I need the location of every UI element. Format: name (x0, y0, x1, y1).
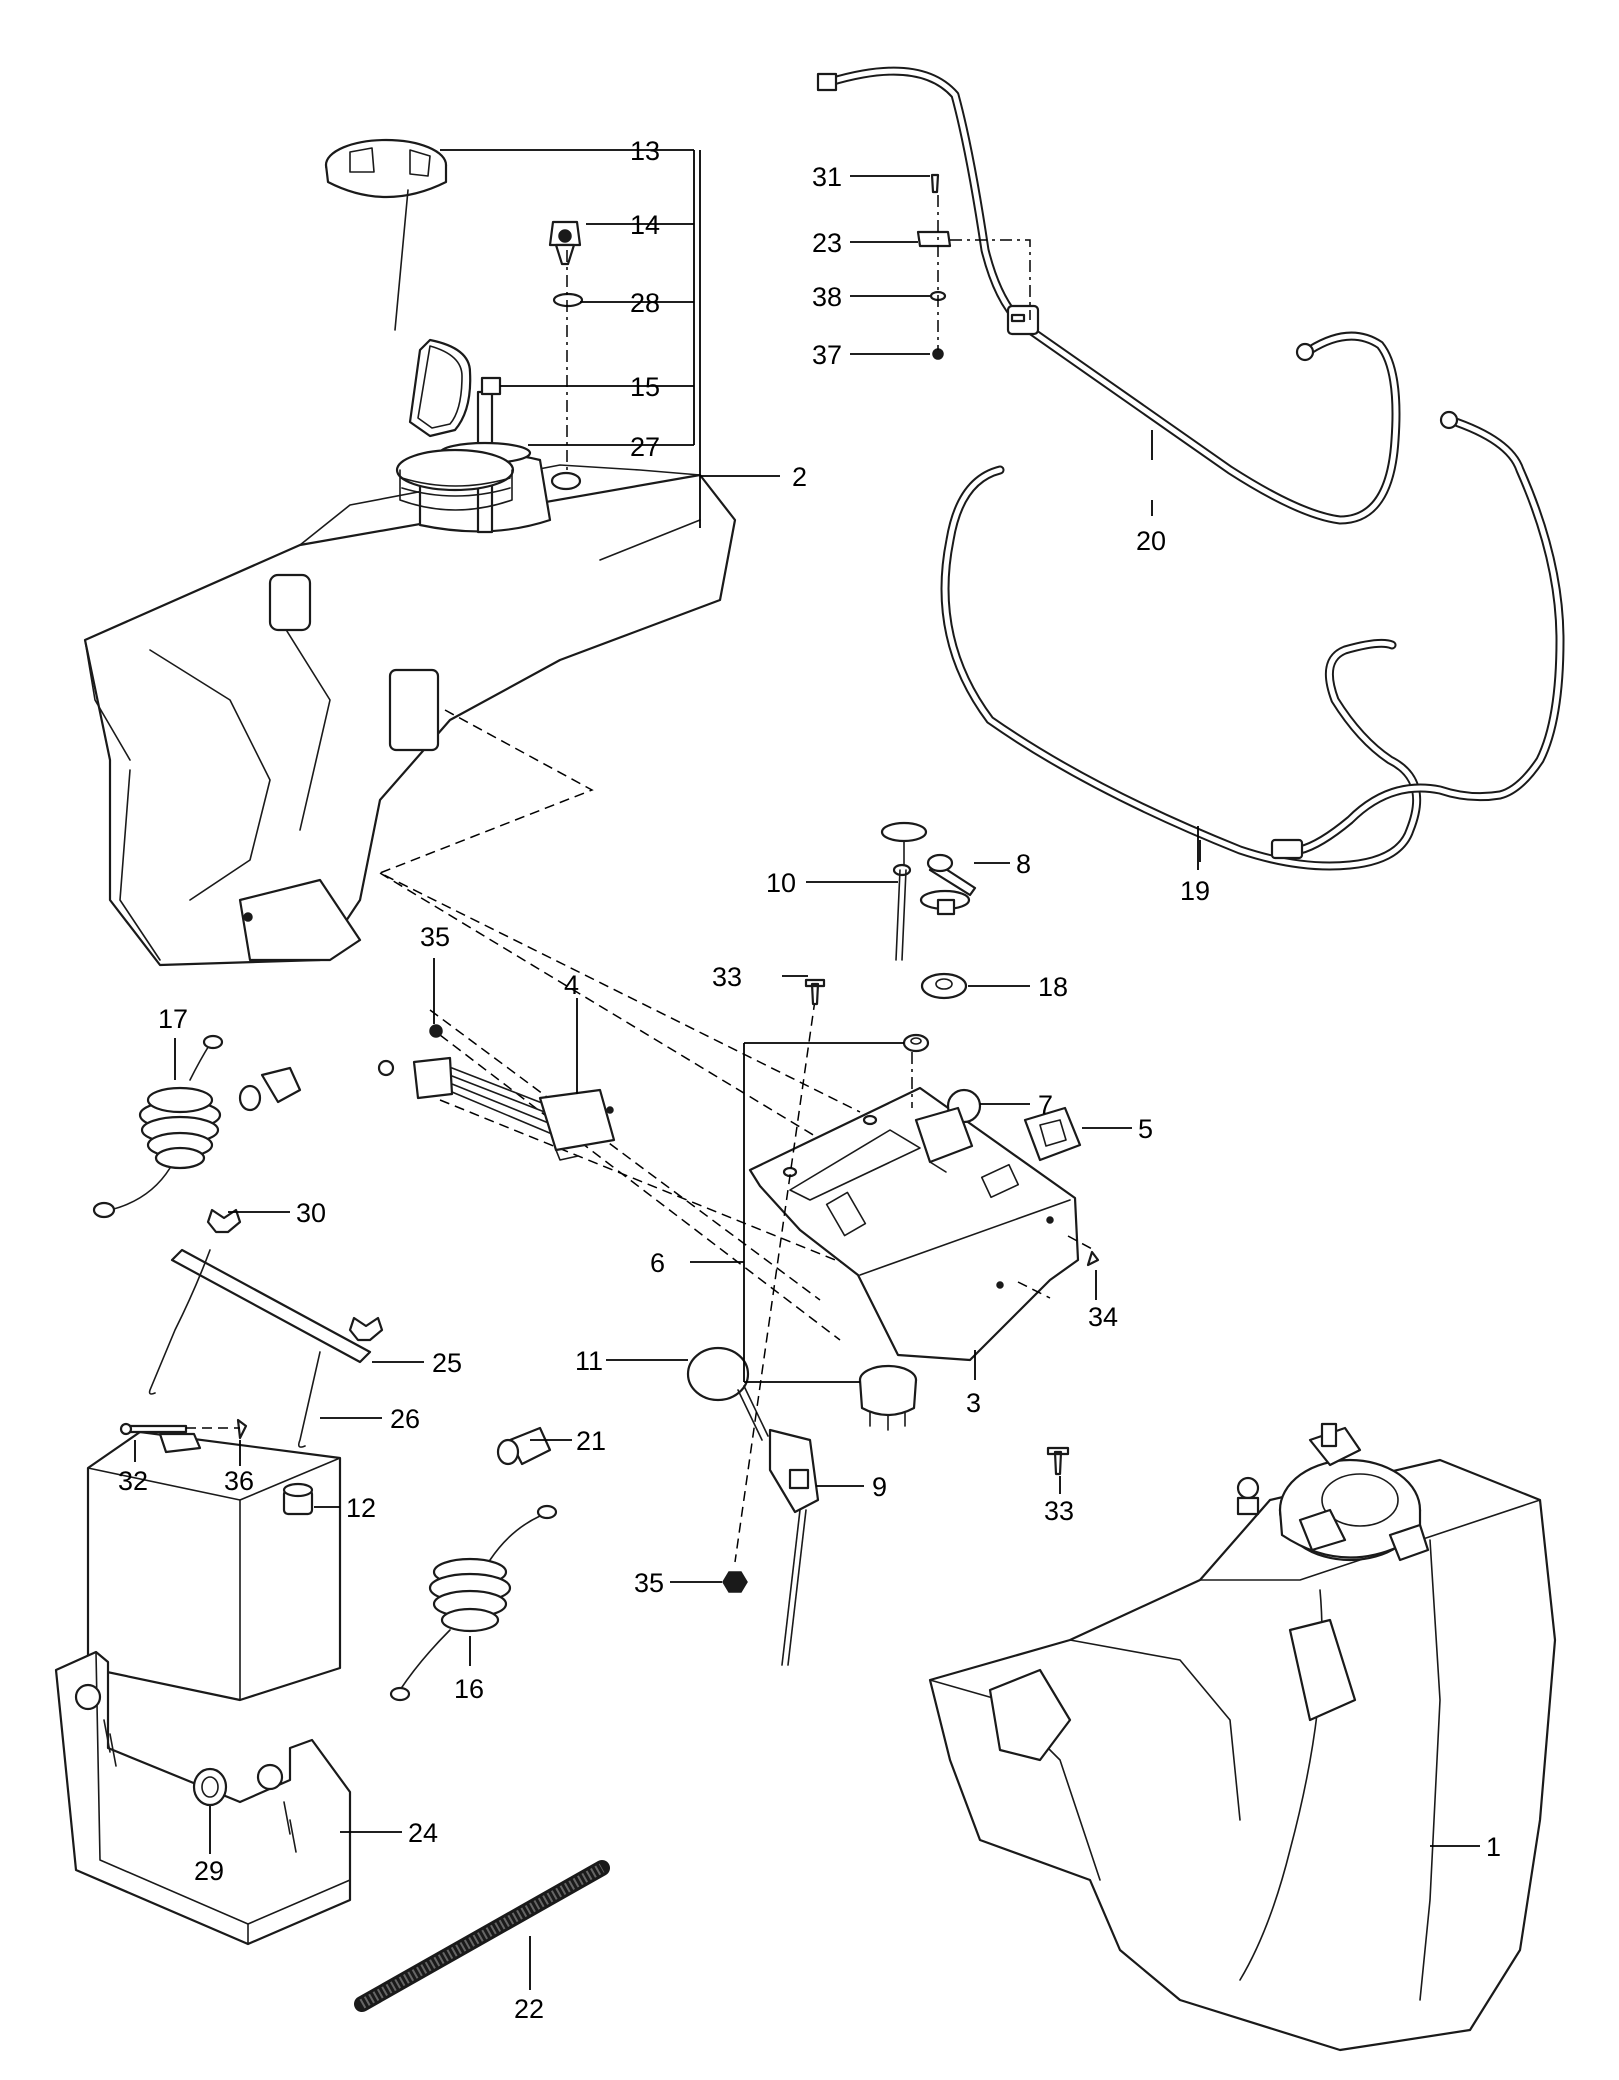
throttle-control (686, 1346, 820, 1666)
screw (930, 173, 940, 194)
battery-cable-negative (389, 1504, 558, 1702)
leader-lines (134, 149, 1480, 1990)
wire-sleeve (354, 1860, 610, 2012)
callout-17: 17 (158, 1004, 188, 1034)
callout-3: 3 (966, 1388, 981, 1418)
washer (552, 292, 584, 308)
hex-nut-35-lower (722, 1571, 748, 1593)
callout-29: 29 (194, 1856, 224, 1886)
callout-33-lower: 33 (1044, 1496, 1074, 1526)
nut (932, 348, 944, 360)
bolt (1046, 1446, 1070, 1476)
key (919, 853, 977, 916)
fuel-tank-1-cap (1278, 1426, 1430, 1562)
callout-10: 10 (766, 868, 796, 898)
choke-cable (880, 821, 928, 961)
callout-38: 38 (812, 282, 842, 312)
callout-24: 24 (408, 1818, 438, 1848)
callout-35-lower: 35 (634, 1568, 664, 1598)
callout-37: 37 (812, 340, 842, 370)
callout-8: 8 (1016, 849, 1031, 879)
callout-9: 9 (872, 1472, 887, 1502)
vent-valve (548, 220, 582, 266)
tank-neck (395, 448, 515, 511)
wiring-harness (377, 1056, 616, 1161)
fuel-tank-assembly-top (83, 452, 737, 967)
terminal-nut (236, 1418, 248, 1440)
callout-30: 30 (296, 1198, 326, 1228)
callout-5: 5 (1138, 1114, 1153, 1144)
callout-33-upper: 33 (712, 962, 742, 992)
terminal-bolt (119, 1422, 188, 1436)
callout-1: 1 (1486, 1832, 1501, 1862)
wing-nut-upper (206, 1208, 242, 1234)
callout-15: 15 (630, 372, 660, 402)
callout-20: 20 (1136, 526, 1166, 556)
lower-switch (858, 1364, 918, 1431)
terminal-cover (496, 1426, 552, 1466)
bolt-33 (804, 978, 826, 1006)
callout-7: 7 (1038, 1090, 1053, 1120)
callout-16: 16 (454, 1674, 484, 1704)
callout-11: 11 (575, 1346, 603, 1376)
callout-2: 2 (792, 462, 807, 492)
callout-26: 26 (390, 1404, 420, 1434)
callout-34: 34 (1088, 1302, 1118, 1332)
callout-32: 32 (118, 1466, 148, 1496)
callout-14: 14 (630, 210, 660, 240)
fuel-tank-1 (928, 1458, 1557, 2052)
callout-36: 36 (224, 1466, 254, 1496)
fuel-cap (324, 138, 448, 331)
grommet-29 (192, 1767, 228, 1807)
grommet (920, 972, 968, 1000)
panel-grommet (902, 1033, 930, 1053)
callout-labels: 1 2 3 4 5 6 7 8 9 10 11 12 13 14 15 16 1… (118, 136, 1501, 2024)
callout-22: 22 (514, 1994, 544, 2024)
callout-27: 27 (630, 432, 660, 462)
screw-34 (1086, 1250, 1100, 1267)
hex-nut (429, 1024, 443, 1038)
tank-mount-tab (388, 668, 440, 752)
callout-25: 25 (432, 1348, 462, 1378)
callout-18: 18 (1038, 972, 1068, 1002)
cap-tether-gasket (408, 338, 472, 438)
fuel-hose-19 (940, 410, 1565, 871)
callout-31: 31 (812, 162, 842, 192)
callout-12: 12 (346, 1493, 376, 1523)
fuel-tank-1-fittings (1236, 1422, 1338, 1516)
rocker-switch (1023, 1106, 1082, 1162)
callout-6: 6 (650, 1248, 665, 1278)
vent-fitting (550, 471, 582, 491)
wing-nut-lower (348, 1316, 384, 1342)
callout-28: 28 (630, 288, 660, 318)
callout-4: 4 (564, 970, 579, 1000)
callout-19: 19 (1180, 876, 1210, 906)
dash-panel (748, 1086, 1080, 1362)
callout-35-upper: 35 (420, 922, 450, 952)
clamp-bracket (916, 230, 952, 248)
battery-cable-positive (92, 1034, 224, 1219)
callout-23: 23 (812, 228, 842, 258)
callout-13: 13 (630, 136, 660, 166)
tank-strap (268, 573, 312, 632)
callout-21: 21 (576, 1426, 606, 1456)
terminal-boot (238, 1066, 302, 1112)
hold-down-bar (148, 1248, 372, 1448)
ignition-switch (914, 1088, 982, 1173)
